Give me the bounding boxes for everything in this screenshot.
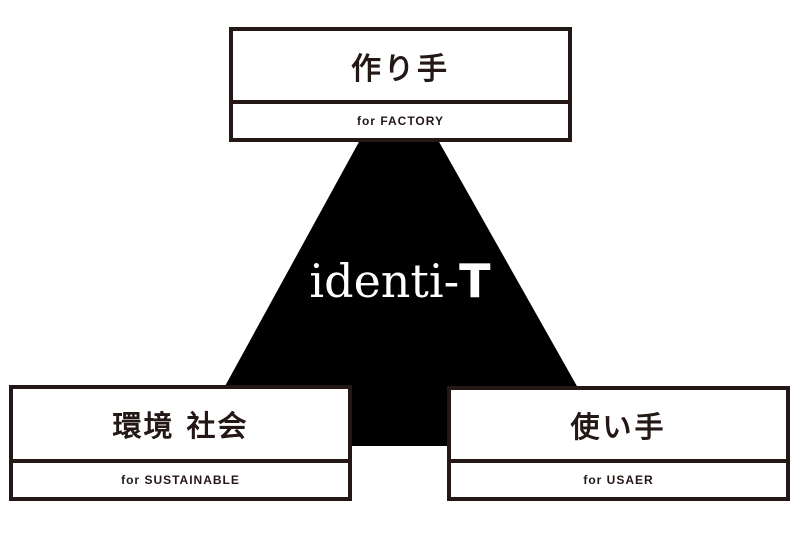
node-user-title: 使い手 xyxy=(451,390,786,463)
node-society-subtitle: for SUSTAINABLE xyxy=(121,473,240,487)
node-maker: 作り手 for FACTORY xyxy=(229,27,572,142)
center-label-prefix: identi- xyxy=(309,254,460,308)
node-user: 使い手 for USAER xyxy=(447,386,790,501)
node-society: 環境 社会 for SUSTAINABLE xyxy=(9,385,352,501)
center-label: identi-T xyxy=(250,258,550,304)
triangle-shape xyxy=(224,140,578,388)
triangle-stem xyxy=(350,380,450,446)
node-maker-title: 作り手 xyxy=(233,31,568,104)
node-society-title: 環境 社会 xyxy=(13,389,348,463)
node-user-subtitle: for USAER xyxy=(583,473,654,487)
node-maker-subtitle: for FACTORY xyxy=(356,114,444,128)
center-label-suffix: T xyxy=(459,254,491,308)
